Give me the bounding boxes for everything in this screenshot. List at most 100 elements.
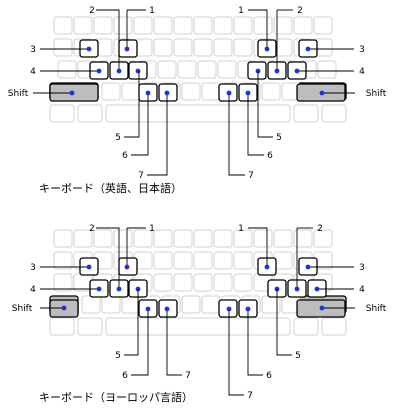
callout-1-left: 1 (149, 6, 155, 16)
key (213, 16, 233, 35)
key (293, 317, 319, 336)
leader-line (257, 71, 273, 138)
leader-line (131, 93, 149, 156)
key (173, 273, 193, 292)
key (81, 295, 101, 314)
key (213, 273, 233, 292)
leader-line (228, 93, 245, 176)
key (273, 251, 293, 270)
key (321, 104, 347, 123)
callout-3-right: 3 (359, 45, 365, 55)
key (113, 16, 133, 35)
key (201, 82, 221, 101)
key (293, 229, 313, 248)
key (253, 16, 273, 35)
callout-5-right: 5 (276, 133, 282, 143)
caption-keyboard-en-ja: キーボード（英語、日本語） (39, 182, 182, 195)
key (177, 60, 197, 79)
leader-line (276, 289, 292, 356)
key (197, 60, 217, 79)
callout-7-right: 7 (247, 391, 253, 401)
key-marker-dot (245, 306, 251, 312)
callout-1-left: 1 (149, 224, 155, 234)
key (53, 38, 73, 57)
key-marker-dot (294, 68, 300, 74)
leader-line (147, 93, 168, 176)
key (133, 229, 153, 248)
key-marker-dot (116, 68, 122, 74)
callout-4-right: 4 (359, 67, 365, 77)
key (233, 16, 253, 35)
key (213, 38, 233, 57)
key (193, 273, 213, 292)
key-marker-dot (319, 90, 325, 96)
key-marker-dot (124, 264, 130, 270)
key (49, 317, 75, 336)
key (73, 229, 93, 248)
callout-2-right: 2 (317, 224, 323, 234)
leader-line (96, 9, 120, 71)
callout-7-left: 7 (138, 171, 144, 181)
callout-6-right: 6 (266, 371, 272, 381)
leader-line (124, 289, 139, 356)
callout-4-left: 4 (30, 285, 36, 295)
key (77, 104, 103, 123)
key (153, 273, 173, 292)
callout-6-left: 6 (122, 371, 128, 381)
key (113, 229, 133, 248)
key (153, 38, 173, 57)
key (173, 229, 193, 248)
key (313, 229, 333, 248)
leader-line (96, 227, 120, 289)
leader-line (247, 93, 264, 156)
key (153, 251, 173, 270)
callout-3-left: 3 (30, 263, 36, 273)
key (173, 251, 193, 270)
callout-shift-right: Shift (366, 304, 387, 314)
callout-2-left: 2 (89, 6, 95, 16)
callout-3-right: 3 (359, 263, 365, 273)
key (121, 295, 141, 314)
key-marker-dot (96, 68, 102, 74)
leader-line (124, 71, 140, 138)
key (273, 16, 293, 35)
key-marker-dot (86, 264, 92, 270)
key (213, 251, 233, 270)
callout-7-left: 7 (185, 371, 191, 381)
key-marker-dot (69, 90, 75, 96)
key (217, 60, 237, 79)
key-marker-dot (135, 68, 141, 74)
callout-4-left: 4 (30, 67, 36, 77)
space-key (105, 104, 291, 123)
callout-shift-left: Shift (8, 89, 29, 99)
callout-3-left: 3 (30, 45, 36, 55)
space-key (105, 317, 291, 336)
key-marker-dot (96, 286, 102, 292)
key (193, 38, 213, 57)
key (293, 16, 313, 35)
key-marker-dot (245, 90, 251, 96)
key-marker-dot (164, 90, 170, 96)
callout-7-right: 7 (248, 171, 254, 181)
key (157, 60, 177, 79)
key (49, 104, 75, 123)
key (153, 16, 173, 35)
key (73, 273, 93, 292)
key (133, 16, 153, 35)
key-marker-dot (305, 46, 311, 52)
key-marker-dot (264, 264, 270, 270)
key-marker-dot (264, 46, 270, 52)
key-marker-dot (86, 46, 92, 52)
key (101, 82, 121, 101)
callout-5-left: 5 (115, 133, 121, 143)
key-marker-dot (226, 90, 232, 96)
key (181, 82, 201, 101)
key (93, 229, 113, 248)
callout-5-left: 5 (115, 351, 121, 361)
key (53, 229, 73, 248)
key-marker-dot (294, 286, 300, 292)
key (233, 229, 253, 248)
callout-6-right: 6 (267, 151, 273, 161)
callout-4-right: 4 (359, 285, 365, 295)
key-marker-dot (226, 306, 232, 312)
